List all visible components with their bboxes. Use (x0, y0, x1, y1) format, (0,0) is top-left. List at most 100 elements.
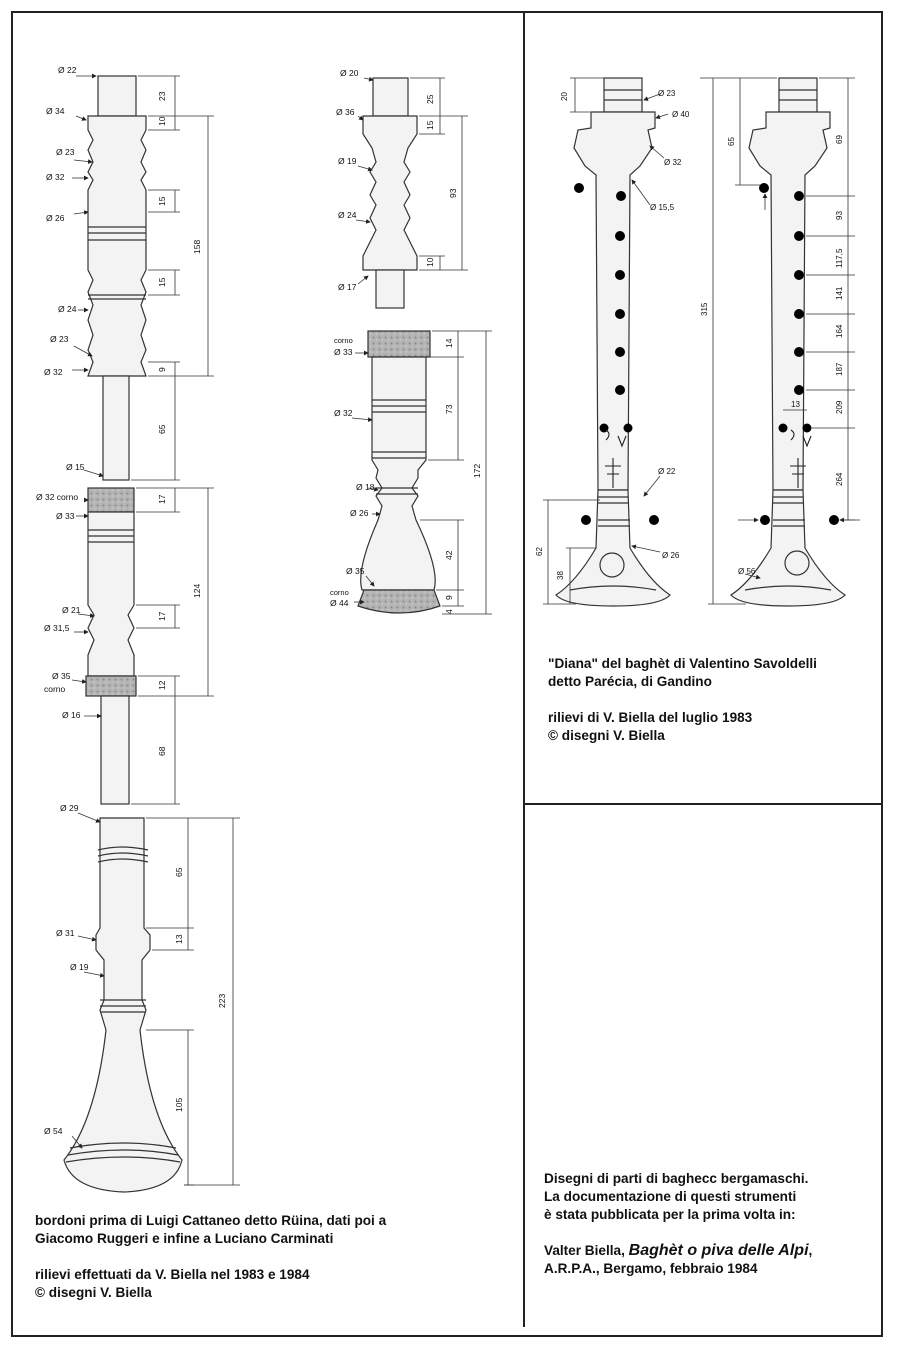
labels-small-top: Ø 20 Ø 36 Ø 19 Ø 24 Ø 17 25 15 93 10 (336, 68, 458, 292)
chanter-holes (574, 183, 839, 525)
dim-4: 4 (444, 609, 454, 614)
right-bottom-caption-line3: è stata pubblicata per la prima volta in… (544, 1207, 796, 1222)
label-d16: Ø 16 (62, 710, 81, 720)
right-bottom-caption: Disegni di parti di baghecc bergamaschi.… (544, 1170, 879, 1278)
left-caption-line1: bordoni prima di Luigi Cattaneo detto Rü… (35, 1213, 387, 1228)
dim-10: 10 (157, 116, 167, 126)
label-d15_5: Ø 15,5 (650, 203, 675, 212)
dim-65: 65 (157, 424, 167, 434)
label-d29: Ø 29 (60, 803, 79, 813)
dim-25: 25 (425, 94, 435, 104)
label-d22: Ø 22 (658, 467, 676, 476)
dim-315: 315 (700, 302, 709, 316)
label-d17: Ø 17 (338, 282, 357, 292)
label-d15: Ø 15 (66, 462, 85, 472)
label-d19: Ø 19 (70, 962, 89, 972)
labels-chanter-right: Ø 56 65 69 93 117,5 141 164 187 209 13 2… (700, 135, 844, 576)
left-caption: bordoni prima di Luigi Cattaneo detto Rü… (35, 1212, 505, 1302)
drone-middle-drawing (85, 487, 137, 805)
label-d31: Ø 31 (56, 928, 75, 938)
dim-69: 69 (835, 135, 844, 144)
label-d18: Ø 18 (356, 482, 375, 492)
dim-13: 13 (791, 400, 800, 409)
dim-172: 172 (472, 464, 482, 478)
dimension-lines (131, 75, 855, 1186)
dim-65: 65 (727, 137, 736, 146)
dim-13: 13 (174, 934, 184, 944)
label-d21: Ø 21 (62, 605, 81, 615)
dim-42: 42 (444, 550, 454, 560)
label-d32: Ø 32 (334, 408, 353, 418)
right-top-caption: "Diana" del baghèt di Valentino Savoldel… (548, 655, 878, 745)
label-d32b: Ø 32 (44, 367, 63, 377)
labels-chanter-left: Ø 23 Ø 40 Ø 32 Ø 15,5 Ø 22 Ø 26 20 62 38 (535, 89, 690, 580)
label-d35: Ø 35 (52, 671, 71, 681)
label-corno: corno (44, 684, 66, 694)
left-caption-line2: Giacomo Ruggeri e infine a Luciano Carmi… (35, 1231, 334, 1246)
right-top-caption-line1: "Diana" del baghèt di Valentino Savoldel… (548, 656, 817, 671)
label-d33: Ø 33 (334, 347, 353, 357)
dim-15: 15 (425, 120, 435, 130)
label-d24: Ø 24 (338, 210, 357, 220)
dim-141: 141 (835, 286, 844, 300)
dim-14: 14 (444, 338, 454, 348)
vertical-divider (523, 11, 525, 1327)
left-caption-line4: © disegni V. Biella (35, 1285, 152, 1300)
dim-187: 187 (835, 362, 844, 376)
citation-author: Valter Biella, (544, 1243, 625, 1258)
small-top-drawing (362, 77, 418, 309)
chanter-crosses (605, 429, 812, 488)
small-bottom-drawing (357, 330, 441, 614)
citation: Valter Biella, Baghèt o piva delle Alpi, (544, 1242, 813, 1259)
leader-arrows (71, 73, 860, 1149)
labels-drone-lower: Ø 29 Ø 31 Ø 19 Ø 54 65 13 223 105 (44, 803, 227, 1136)
dim-23: 23 (157, 91, 167, 101)
right-bottom-caption-line1: Disegni di parti di baghecc bergamaschi. (544, 1171, 809, 1186)
label-d40: Ø 40 (672, 110, 690, 119)
label-d19: Ø 19 (338, 156, 357, 166)
drone-lower-drawing (63, 817, 183, 1193)
dim-12: 12 (157, 680, 167, 690)
dim-93: 93 (448, 188, 458, 198)
chanter-left-drawing (555, 77, 671, 607)
horizontal-divider (525, 803, 883, 805)
dim-17a: 17 (157, 494, 167, 504)
label-d54: Ø 54 (44, 1126, 63, 1136)
dim-73: 73 (444, 404, 454, 414)
dim-10: 10 (425, 257, 435, 267)
dim-15b: 15 (157, 277, 167, 287)
dim-9: 9 (157, 367, 167, 372)
chanter-right-drawing (730, 77, 846, 607)
label-d26: Ø 26 (46, 213, 65, 223)
dim-124: 124 (192, 584, 202, 598)
dim-209: 209 (835, 400, 844, 414)
dim-68: 68 (157, 746, 167, 756)
right-top-caption-line2: detto Parécia, di Gandino (548, 674, 712, 689)
dim-117_5: 117,5 (835, 248, 844, 268)
label-d23a: Ø 23 (56, 147, 75, 157)
label-d24: Ø 24 (58, 304, 77, 314)
dim-62: 62 (535, 547, 544, 556)
dim-264: 264 (835, 472, 844, 486)
label-d26: Ø 26 (350, 508, 369, 518)
dim-158: 158 (192, 240, 202, 254)
label-d22: Ø 22 (58, 65, 77, 75)
label-d20: Ø 20 (340, 68, 359, 78)
dim-17b: 17 (157, 611, 167, 621)
dim-38: 38 (556, 571, 565, 580)
label-d56: Ø 56 (738, 567, 756, 576)
label-d23b: Ø 23 (50, 334, 69, 344)
label-d26: Ø 26 (662, 551, 680, 560)
label-corno-bottom: corno (330, 588, 349, 597)
drone-upper-drawing (87, 75, 147, 481)
label-d31_5: Ø 31,5 (44, 623, 70, 633)
citation-publisher: A.R.P.A., Bergamo, febbraio 1984 (544, 1261, 758, 1276)
dim-20: 20 (560, 92, 569, 101)
dim-15a: 15 (157, 196, 167, 206)
label-d33: Ø 33 (56, 511, 75, 521)
dim-93: 93 (835, 211, 844, 220)
dim-223: 223 (217, 994, 227, 1008)
page-frame (11, 11, 883, 1337)
dim-105: 105 (174, 1098, 184, 1112)
